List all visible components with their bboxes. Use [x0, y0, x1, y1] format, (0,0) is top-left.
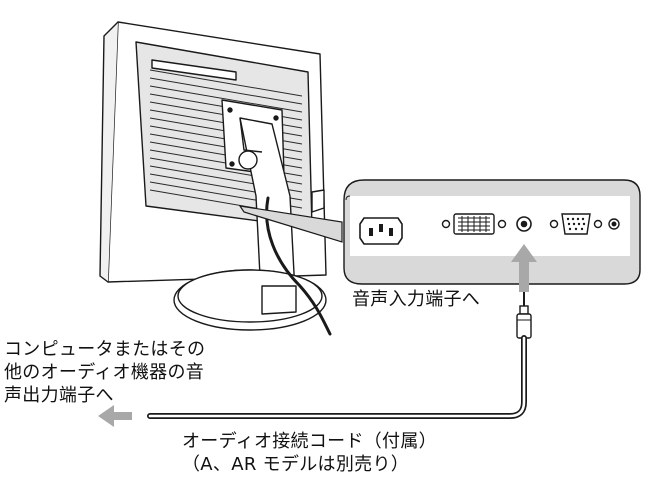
- dvi-connector-icon: [441, 213, 507, 235]
- audio-source-label: コンピュータまたはその 他のオーディオ機器の音 声出力端子へ: [4, 338, 205, 407]
- audio-source-line-2: 他のオーディオ機器の音: [4, 362, 205, 383]
- audio-input-port-label: 音声入力端子へ: [352, 289, 481, 310]
- audio-source-line-1: コンピュータまたはその: [4, 339, 206, 360]
- audio-jack-icon: [516, 216, 532, 232]
- stereo-mini-plug-icon: [516, 292, 532, 339]
- monitor-power-cable: [265, 196, 332, 336]
- audio-cable-label: オーディオ接続コード（付属） （A、AR モデルは別売り）: [182, 430, 437, 476]
- audio-cable-line-1: オーディオ接続コード（付属）: [182, 431, 437, 452]
- vga-connector-icon: [549, 213, 603, 235]
- output-arrow-left-icon: [98, 405, 132, 427]
- callout-lines: [238, 205, 343, 243]
- audio-cable-line-2: （A、AR モデルは別売り）: [182, 454, 410, 475]
- audio-cable: [147, 335, 527, 419]
- monitor-rear-icon: [99, 21, 327, 331]
- small-jack-icon: [608, 218, 620, 230]
- insert-arrow-up-icon: [511, 244, 537, 292]
- audio-source-line-3: 声出力端子へ: [4, 385, 114, 406]
- ac-power-connector-icon: [359, 217, 403, 245]
